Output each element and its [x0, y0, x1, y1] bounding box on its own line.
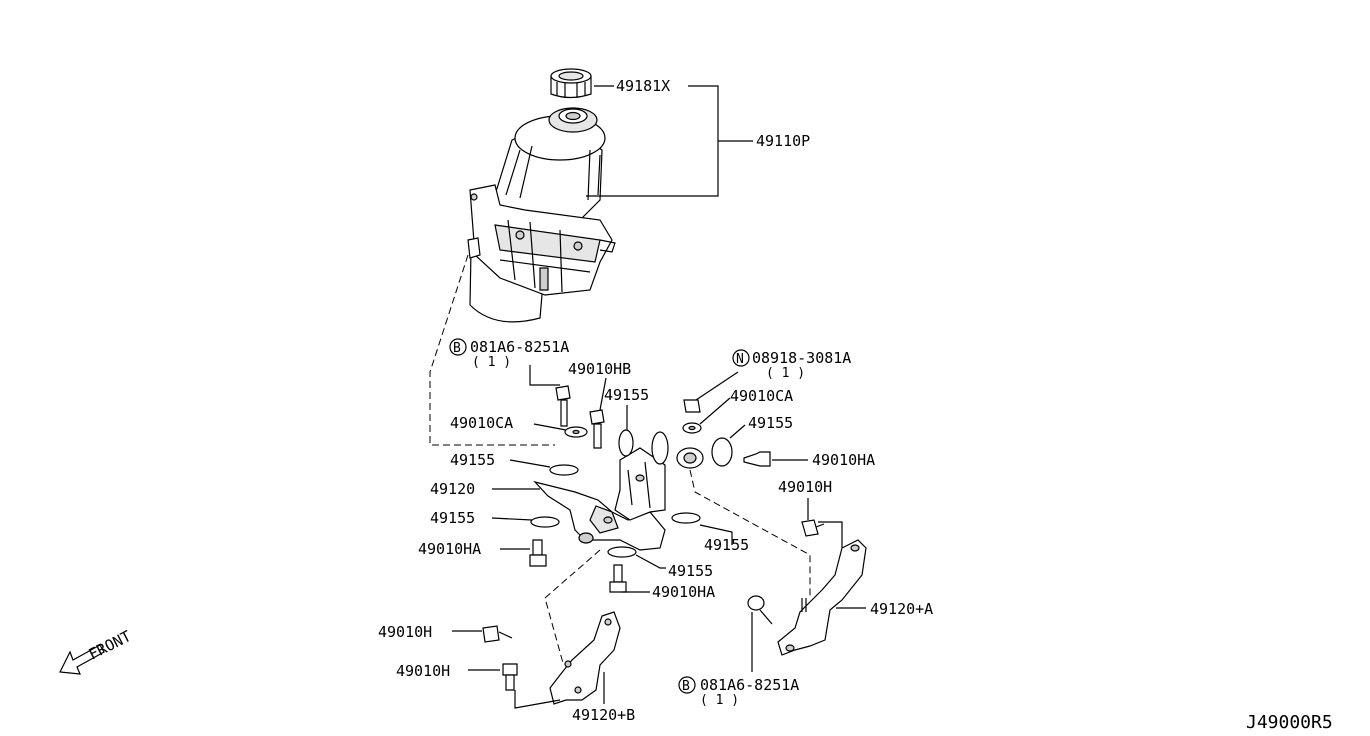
badges: B N B [449, 338, 750, 694]
label-ins-left-2: 49155 [430, 509, 475, 527]
power-steering-pump[interactable] [467, 107, 616, 323]
label-bolt-b1-qty: ( 1 ) [472, 355, 511, 370]
phantom-lines [429, 254, 811, 664]
main-bracket[interactable] [533, 447, 666, 551]
reservoir-cap[interactable] [550, 68, 592, 99]
label-bracket-b: 49120+B [572, 706, 635, 724]
label-ca-left: 49010CA [450, 414, 513, 432]
front-direction-arrow: FRONT [59, 627, 134, 675]
label-pump: 49110P [756, 132, 810, 150]
insulators[interactable] [530, 429, 733, 558]
nut-n-badge: N [736, 352, 744, 367]
bolt-b2-badge: B [682, 679, 690, 694]
label-cap: 49181X [616, 77, 670, 95]
label-bolt-b2-qty: ( 1 ) [700, 693, 739, 708]
front-label: FRONT [86, 627, 134, 664]
label-h-right: 49010H [778, 478, 832, 496]
fasteners[interactable] [482, 385, 825, 691]
label-ins-top: 49155 [604, 386, 649, 404]
label-bracket-main: 49120 [430, 480, 475, 498]
washers[interactable] [564, 422, 704, 469]
label-hb: 49010HB [568, 360, 631, 378]
part-labels: 49181X 49110P 081A6-8251A ( 1 ) 08918-30… [378, 77, 1333, 733]
label-h-low-2: 49010H [396, 662, 450, 680]
label-ha-left: 49010HA [418, 540, 481, 558]
label-ins-mid-lower: 49155 [668, 562, 713, 580]
diagram-reference: J49000R5 [1246, 712, 1333, 733]
bracket-a[interactable] [777, 539, 867, 656]
label-bolt-b2: 081A6-8251A [700, 676, 799, 694]
label-ha-center: 49010HA [652, 583, 715, 601]
label-ins-left-1: 49155 [450, 451, 495, 469]
label-h-low-1: 49010H [378, 623, 432, 641]
label-bolt-b1: 081A6-8251A [470, 338, 569, 356]
label-bracket-a: 49120+A [870, 600, 933, 618]
label-ins-mid-right: 49155 [704, 536, 749, 554]
label-ca-right: 49010CA [730, 387, 793, 405]
label-nut-n: 08918-3081A [752, 349, 851, 367]
label-ha-right: 49010HA [812, 451, 875, 469]
bracket-b[interactable] [549, 611, 621, 705]
label-nut-n-qty: ( 1 ) [766, 366, 805, 381]
label-ins-right-top: 49155 [748, 414, 793, 432]
bolt-b1-badge: B [453, 341, 461, 356]
leader-lines [452, 85, 866, 709]
